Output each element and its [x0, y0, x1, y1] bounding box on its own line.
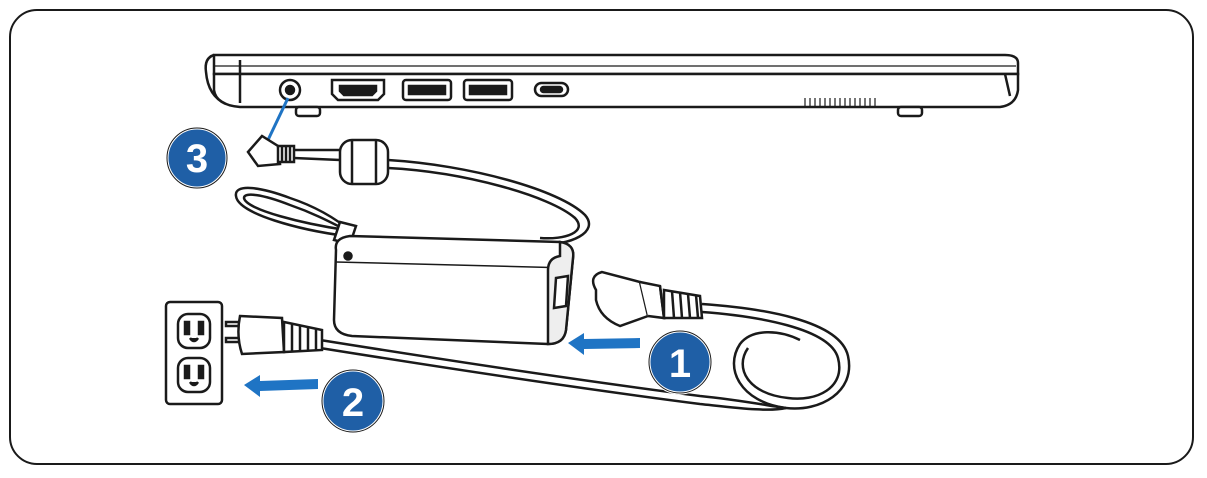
- step-badge-2: 2: [320, 368, 386, 434]
- ac-adapter-icon: [332, 220, 575, 346]
- dc-in-jack-icon: [278, 78, 302, 102]
- step-number-2: 2: [342, 381, 364, 425]
- step-number-3: 3: [186, 137, 208, 181]
- arrow-right-to-left-icon: [244, 375, 318, 397]
- step-badge-3: 3: [165, 126, 229, 190]
- wall-outlet-icon: [164, 300, 224, 406]
- dc-cable-icon: [234, 134, 591, 246]
- laptop-icon: [204, 53, 1020, 118]
- arrow-right-to-left-icon: [568, 333, 640, 355]
- step-badge-1: 1: [647, 329, 713, 395]
- usb-a-port-icon: [401, 78, 453, 102]
- usb-a-port-icon: [462, 78, 514, 102]
- ac-power-cord-icon: [319, 270, 851, 411]
- step-number-1: 1: [669, 342, 691, 386]
- ac-plug-icon: [224, 314, 324, 356]
- usb-c-port-icon: [533, 81, 570, 98]
- connection-pointer-line: [266, 97, 290, 141]
- hdmi-port-icon: [330, 78, 386, 102]
